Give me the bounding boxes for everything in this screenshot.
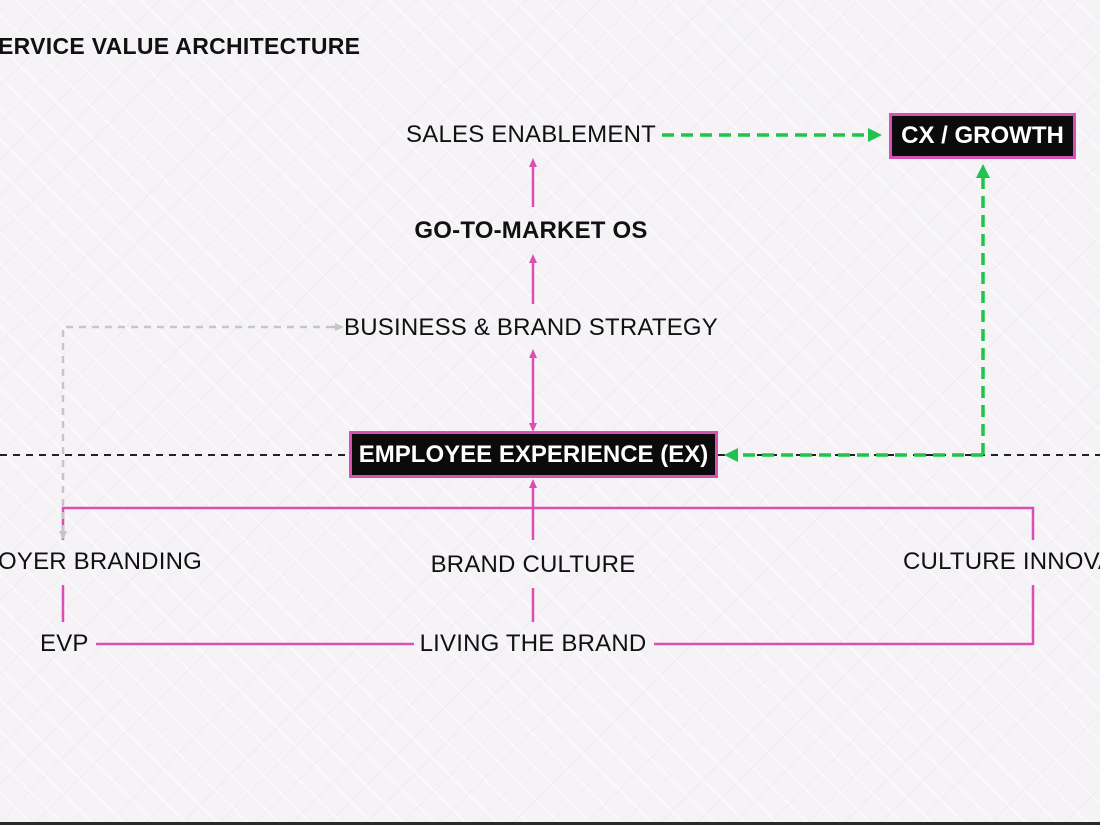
node-culture-innovation: CULTURE INNOVA [903,548,1100,575]
gray-dashed-feedback [61,325,336,532]
node-evp: EVP [40,630,89,657]
node-sales-enablement: SALES ENABLEMENT [406,121,656,148]
node-living-the-brand: LIVING THE BRAND [419,630,647,657]
bottom-border [0,822,1100,825]
node-employer-branding: OYER BRANDING [0,548,202,575]
node-employee-experience: EMPLOYEE EXPERIENCE (EX) [349,431,718,478]
node-employee-experience-label: EMPLOYEE EXPERIENCE (EX) [358,440,709,468]
node-brand-culture: BRAND CULTURE [430,551,636,578]
node-business-brand-strategy: BUSINESS & BRAND STRATEGY [344,314,718,341]
node-cx-growth: CX / GROWTH [889,113,1076,159]
culture-frame-top [61,506,1035,540]
diagram-title: ERVICE VALUE ARCHITECTURE [0,33,361,59]
living-to-innovation-link [654,585,1035,646]
node-cx-growth-label: CX / GROWTH [901,122,1064,149]
node-go-to-market-os: GO-TO-MARKET OS [414,217,648,244]
